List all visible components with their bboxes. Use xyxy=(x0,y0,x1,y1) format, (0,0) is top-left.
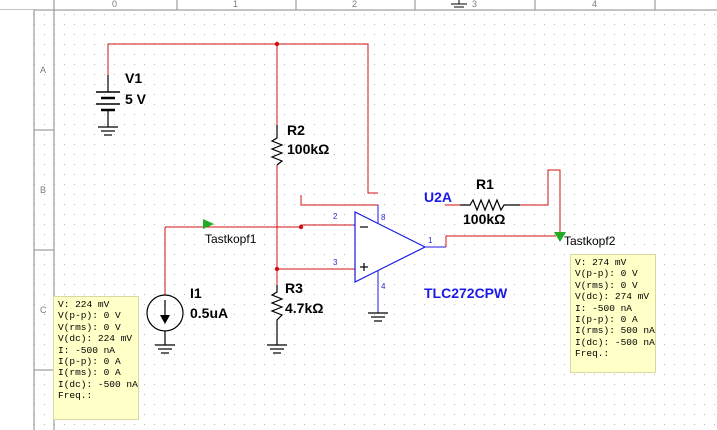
junction-dot xyxy=(274,41,280,47)
probe1-reading: I(dc): -500 nA xyxy=(58,378,138,390)
battery-v1-icon[interactable] xyxy=(96,75,120,136)
probe1-readings-box[interactable]: V: 224 mV V(p-p): 0 V V(rms): 0 V V(dc):… xyxy=(53,296,139,420)
ground-opamp-icon xyxy=(368,312,388,322)
resistor-r2-icon[interactable] xyxy=(270,125,284,166)
opamp-pin-gnd: 4 xyxy=(381,282,386,291)
probe2-reading: Freq.: xyxy=(575,348,610,360)
probe1-arrow-icon[interactable] xyxy=(203,219,214,229)
probe1-reading: Freq.: xyxy=(58,390,93,402)
u2a-part-label: TLC272CPW xyxy=(424,285,508,301)
r3-ref-label: R3 xyxy=(285,280,303,296)
ruler-row-c: C xyxy=(40,305,47,315)
probe1-reading: I(p-p): 0 A xyxy=(58,356,121,368)
opamp-pin-noninv: 3 xyxy=(333,258,338,267)
v1-ref-label: V1 xyxy=(125,70,142,86)
r1-value-label: 100kΩ xyxy=(463,211,505,227)
ruler-row-b: B xyxy=(40,185,46,195)
v1-value-label: 5 V xyxy=(125,91,147,107)
r3-value-label: 4.7kΩ xyxy=(285,300,323,316)
junction-dot xyxy=(298,224,304,230)
probe1-reading: V(rms): 0 V xyxy=(58,321,121,333)
ruler-col-1: 1 xyxy=(233,0,238,9)
resistor-r1-icon[interactable] xyxy=(460,198,520,212)
resistor-r3-icon[interactable] xyxy=(270,285,284,345)
u2a-ref-label: U2A xyxy=(424,189,452,205)
probe2-reading: I: -500 nA xyxy=(575,302,633,314)
ground-r3-icon xyxy=(267,344,287,354)
top-ruler: 0 1 2 3 4 xyxy=(0,0,717,11)
ruler-col-2: 2 xyxy=(352,0,357,9)
ruler-col-4: 4 xyxy=(592,0,597,9)
probe2-reading: I(p-p): 0 A xyxy=(575,314,638,326)
probe1-label: Tastkopf1 xyxy=(205,232,257,246)
opamp-u2a-icon[interactable] xyxy=(353,205,447,313)
probe1-reading: V: 224 mV xyxy=(58,299,110,310)
probe1-reading: V(p-p): 0 V xyxy=(58,310,121,322)
wires[interactable] xyxy=(107,43,561,295)
probe2-reading: V(dc): 274 mV xyxy=(575,291,650,303)
probe2-label: Tastkopf2 xyxy=(564,234,616,248)
probe1-reading: I: -500 nA xyxy=(58,344,116,356)
probe2-reading: V(p-p): 0 V xyxy=(575,268,638,280)
r2-ref-label: R2 xyxy=(287,122,305,138)
i1-value-label: 0.5uA xyxy=(190,305,228,321)
ruler-col-0: 0 xyxy=(112,0,117,9)
probe2-reading: I(rms): 500 nA xyxy=(575,325,655,337)
probe2-reading: I(dc): -500 nA xyxy=(575,336,655,348)
r1-ref-label: R1 xyxy=(476,176,494,192)
ground-marker-icon xyxy=(451,0,467,8)
opamp-pin-vcc: 8 xyxy=(381,213,386,222)
junction-dot xyxy=(274,266,280,272)
probe1-reading: I(rms): 0 A xyxy=(58,367,121,379)
probe2-reading: V: 274 mV xyxy=(575,257,627,268)
opamp-pin-out: 1 xyxy=(428,236,433,245)
probe2-reading: V(rms): 0 V xyxy=(575,279,638,291)
opamp-pin-inv: 2 xyxy=(333,212,338,221)
probe1-reading: V(dc): 224 mV xyxy=(58,333,133,345)
current-source-i1-icon[interactable] xyxy=(146,294,184,354)
probe2-readings-box[interactable]: V: 274 mV V(p-p): 0 V V(rms): 0 V V(dc):… xyxy=(570,254,656,373)
r2-value-label: 100kΩ xyxy=(287,141,329,157)
ruler-col-3: 3 xyxy=(472,0,477,9)
ruler-row-a: A xyxy=(40,65,46,75)
probe2-arrow-icon[interactable] xyxy=(554,232,566,242)
i1-ref-label: I1 xyxy=(190,285,202,301)
left-ruler: A B C xyxy=(0,10,55,430)
